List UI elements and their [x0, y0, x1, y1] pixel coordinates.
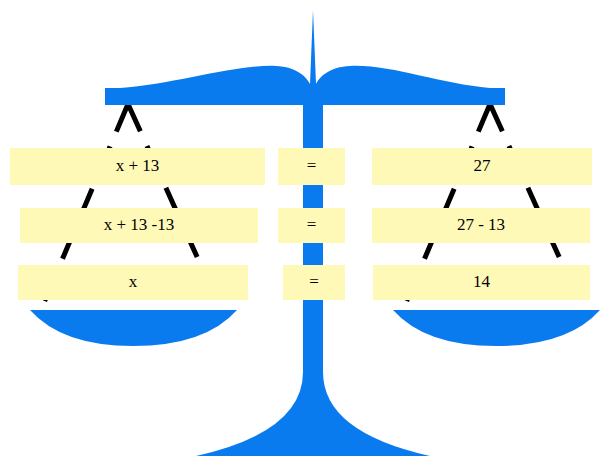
equation-text: x [129, 272, 138, 292]
equation-text: 14 [473, 272, 490, 292]
equation-text: x + 13 [116, 156, 160, 176]
equation-text: = [309, 272, 319, 292]
scale-beam [105, 10, 505, 105]
equation-box: x + 13 -13 [20, 208, 258, 243]
equation-text: 27 [474, 156, 491, 176]
equation-box: = [283, 265, 345, 300]
equation-text: = [307, 156, 317, 176]
equation-box: = [278, 148, 345, 185]
equation-text: x + 13 -13 [104, 215, 175, 235]
equation-box: = [278, 208, 345, 243]
equation-text: 27 - 13 [457, 215, 505, 235]
equation-box: 27 - 13 [372, 208, 590, 243]
right-pan [393, 310, 600, 346]
equation-box: 27 [372, 148, 592, 185]
equation-box: 14 [373, 265, 590, 300]
equation-box: x [18, 265, 248, 300]
equation-text: = [307, 215, 317, 235]
left-pan [30, 310, 237, 346]
equation-box: x + 13 [10, 148, 265, 185]
